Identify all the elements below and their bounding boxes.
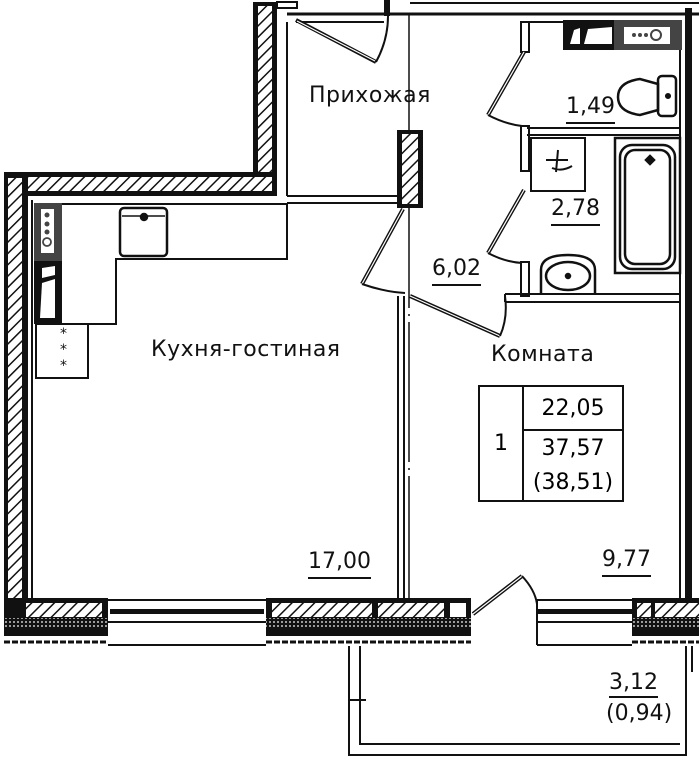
partition-kitchen-hallway (287, 195, 397, 204)
window (536, 599, 632, 646)
exterior-wall (4, 2, 277, 620)
area-balcony: 3,12 (609, 672, 658, 698)
balcony-door (471, 574, 538, 616)
area-summary-table: 1 22,05 37,57 (38,51) (478, 385, 624, 502)
ventilation-icon (530, 137, 586, 192)
room-name-kitchen-living: Кухня-гостиная (151, 337, 341, 362)
partition-hallway-room (504, 293, 680, 303)
area-bathroom: 2,78 (551, 198, 600, 226)
sink-icon (118, 206, 169, 258)
svg-text:*: * (60, 326, 67, 342)
washbasin-icon (539, 253, 597, 294)
fridge-icon (34, 261, 62, 324)
area-hallway: 6,02 (432, 258, 481, 286)
dishwasher-icon: * * * (60, 326, 67, 374)
area-wc: 1,49 (566, 96, 615, 124)
balcony-outline (348, 646, 693, 756)
bottom-wall (4, 574, 699, 646)
area-room: 9,77 (602, 549, 651, 577)
total-area-with-balcony: (38,51) (532, 469, 614, 495)
room-name-hallway: Прихожая (309, 83, 431, 108)
partition-wc (520, 21, 680, 297)
svg-text:*: * (60, 342, 67, 358)
window (108, 599, 266, 646)
wc-door (486, 51, 526, 127)
room-name-room: Комната (491, 342, 595, 367)
partition-kitchen-room (397, 296, 405, 598)
stove-icon (34, 203, 62, 261)
total-area: 37,57 (541, 435, 605, 461)
area-kitchen-living: 17,00 (308, 551, 371, 579)
area-balcony-coef: (0,94) (606, 701, 673, 726)
kitchen-door (360, 208, 406, 294)
boiler-icon (563, 20, 682, 50)
bathroom-door (486, 189, 526, 264)
room-door (409, 294, 507, 338)
bathtub-icon (613, 136, 682, 275)
right-wall (679, 8, 692, 598)
toilet-icon (616, 74, 678, 118)
rooms-count: 1 (480, 387, 524, 500)
living-area: 22,05 (524, 387, 622, 431)
entrance-door (295, 15, 389, 64)
svg-text:*: * (60, 358, 67, 374)
